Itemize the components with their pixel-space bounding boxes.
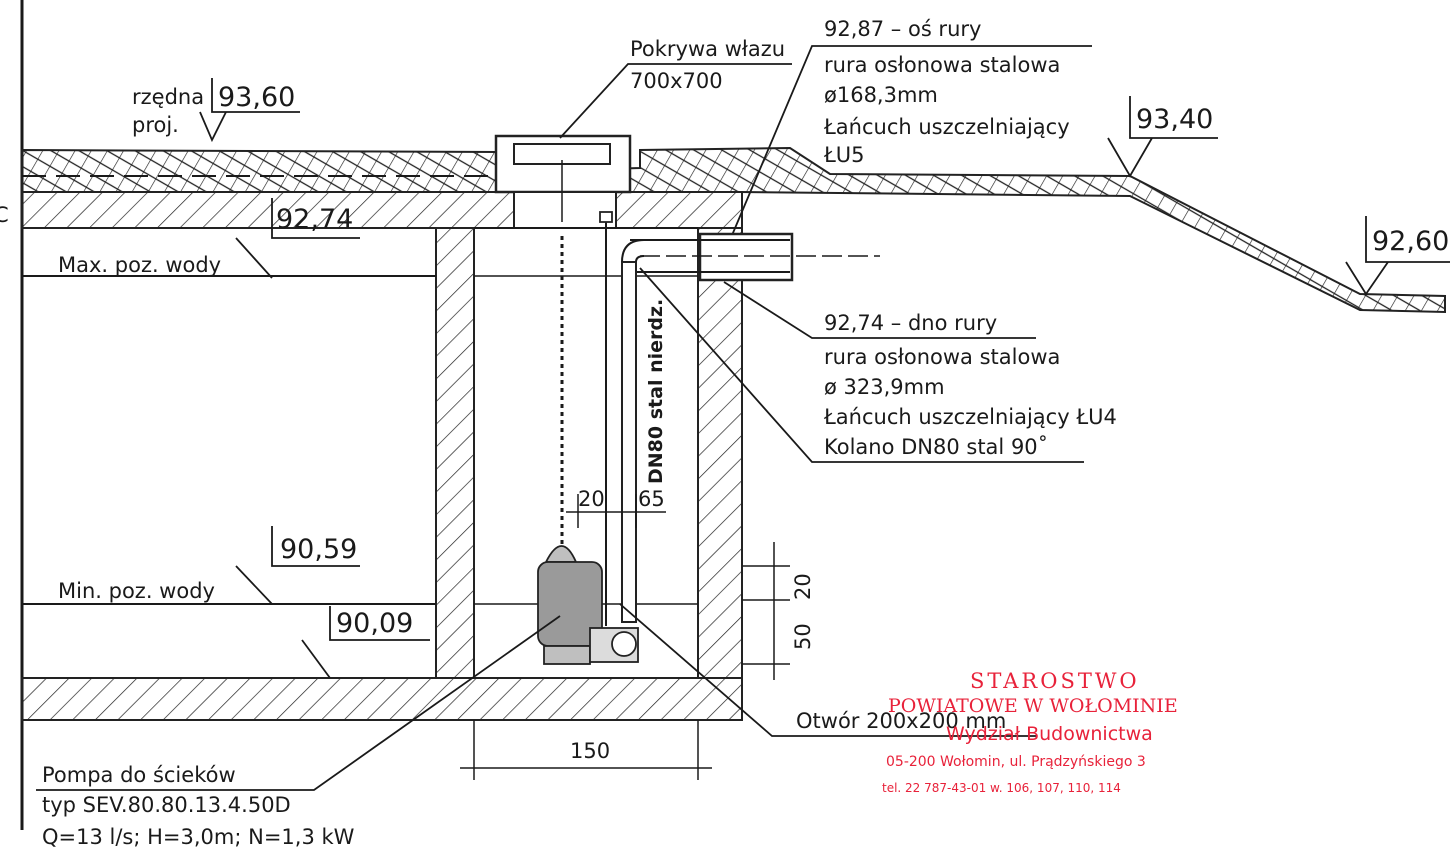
pump-label-2: typ SEV.80.80.13.4.50D [42, 793, 291, 817]
ceiling-level-value: 92,74 [276, 204, 353, 235]
manhole-neck [513, 191, 617, 229]
top-slab [21, 191, 515, 229]
min-water-level-arrow [235, 565, 273, 605]
opening-label: Otwór 200x200 mm [796, 709, 1006, 733]
submersible-pump [537, 545, 639, 665]
pump-label-1: Pompa do ścieków [42, 763, 236, 787]
cover-leader [559, 63, 792, 139]
terrain-level-2-arrow [1345, 261, 1389, 296]
terrain-level-1-arrow [1107, 137, 1153, 178]
outlet-pipe-label-2: rura osłonowa stalowa [824, 345, 1060, 369]
min-water-label: Min. poz. wody [58, 579, 215, 603]
bottom-level-arrow [301, 639, 331, 679]
edge-letter: C [0, 203, 9, 227]
design-level-arrow [199, 111, 227, 143]
stamp-line-4: 05-200 Wołomin, ul. Prądzyńskiego 3 [886, 754, 1146, 770]
bottom-level-marker [329, 606, 430, 641]
dim-20a: 20 [578, 487, 605, 511]
inlet-pipe-label-3: ø168,3mm [824, 83, 938, 107]
office-stamp: STAROSTWO POWIATOWE W WOŁOMINIE Wydział … [882, 669, 1178, 795]
stamp-line-3: Wydział Budownictwa [946, 723, 1153, 745]
outlet-pipe-leader-1 [723, 281, 1036, 339]
bottom-slab [21, 677, 743, 721]
design-level-marker [211, 78, 300, 113]
inlet-pipe-leader [729, 45, 1092, 241]
left-wall [435, 227, 475, 679]
inlet-pipe-label-2: rura osłonowa stalowa [824, 53, 1060, 77]
max-water-label: Max. poz. wody [58, 253, 221, 277]
cover-label-2: 700x700 [630, 69, 723, 93]
outlet-pipe-label-3: ø 323,9mm [824, 375, 945, 399]
cover-label-1: Pokrywa włazu [630, 37, 785, 61]
dim-50: 50 [791, 623, 815, 650]
inlet-pipe-label-4: Łańcuch uszczelniający [823, 115, 1070, 139]
outlet-pipe-label-5: Kolano DN80 stal 90˚ [824, 435, 1048, 459]
guide-rail-top [599, 211, 613, 223]
min-water-level-marker [271, 526, 360, 567]
right-wall [697, 227, 743, 679]
outlet-pipe-label-1: 92,74 – dno rury [824, 311, 997, 335]
min-water-level-value: 90,59 [280, 534, 357, 565]
pump-label-3: Q=13 l/s; H=3,0m; N=1,3 kW [42, 825, 355, 849]
bottom-level-value: 90,09 [336, 608, 413, 639]
terrain-level-1-marker [1129, 96, 1218, 139]
dim-65: 65 [638, 487, 665, 511]
outlet-pipe-label-4: Łańcuch uszczelniający ŁU4 [823, 405, 1117, 429]
terrain-level-2: 92,60 [1372, 226, 1449, 257]
pump-leader [36, 615, 561, 791]
stamp-line-2: POWIATOWE W WOŁOMINIE [888, 695, 1178, 717]
riser-elbow [621, 239, 645, 263]
riser-pipe [621, 261, 637, 623]
design-level-label-2: proj. [132, 113, 179, 137]
ceiling-level-arrow [235, 237, 273, 279]
dim-20b: 20 [791, 573, 815, 600]
inlet-pipe-label-5: ŁU5 [823, 143, 865, 167]
outlet-pipe-leader-2 [639, 267, 1084, 463]
riser-label: DN80 stal nierdz. [645, 299, 667, 484]
terrain-level-2-marker [1365, 216, 1450, 263]
ceiling-level-marker [271, 198, 360, 239]
dim-150: 150 [570, 739, 610, 763]
inlet-pipe-label-1: 92,87 – oś rury [824, 17, 981, 41]
terrain-level-1: 93,40 [1136, 104, 1213, 135]
stamp-line-5: tel. 22 787-43-01 w. 106, 107, 110, 114 [882, 781, 1121, 795]
opening-leader [619, 603, 1036, 737]
top-slab-right [615, 191, 743, 229]
design-level-label-1: rzędna [132, 85, 204, 109]
design-level-value: 93,60 [218, 82, 295, 113]
stamp-line-1: STAROSTWO [970, 669, 1140, 693]
